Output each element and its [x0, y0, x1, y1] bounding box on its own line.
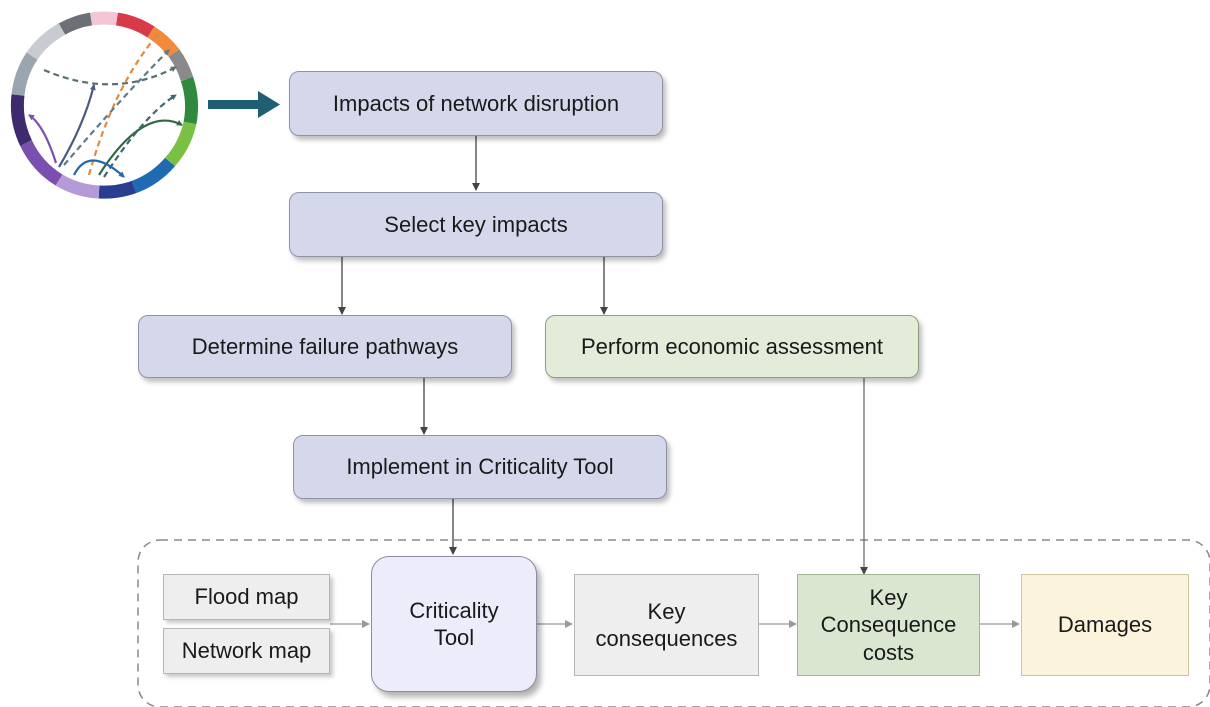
determine-box: Determine failure pathways	[138, 315, 512, 378]
key-consequences-box: Key consequences	[574, 574, 759, 676]
implement-box: Implement in Criticality Tool	[293, 435, 667, 499]
select-label: Select key impacts	[384, 211, 568, 237]
select-box: Select key impacts	[289, 192, 663, 257]
impacts-label: Impacts of network disruption	[332, 90, 620, 116]
damages-label: Damages	[1057, 612, 1153, 638]
perform-box: Perform economic assessment	[545, 315, 919, 378]
network-map-label: Network map	[181, 638, 312, 664]
key-consequence-costs-label: Key Consequence costs	[820, 584, 957, 665]
perform-label: Perform economic assessment	[581, 333, 883, 359]
key-consequences-label: Key consequences	[595, 598, 738, 652]
criticality-tool-label: Criticality Tool	[409, 597, 499, 651]
network-map-box: Network map	[163, 628, 330, 674]
flood-map-box: Flood map	[163, 574, 330, 620]
determine-label: Determine failure pathways	[191, 333, 459, 359]
implement-label: Implement in Criticality Tool	[346, 454, 614, 480]
teal-arrow-icon	[208, 91, 280, 118]
impacts-box: Impacts of network disruption	[289, 71, 663, 136]
flood-map-label: Flood map	[194, 584, 299, 610]
key-consequence-costs-box: Key Consequence costs	[797, 574, 980, 676]
damages-box: Damages	[1021, 574, 1189, 676]
network-chord-logo-icon	[10, 11, 199, 199]
criticality-tool-box: Criticality Tool	[371, 556, 537, 692]
system-boundary	[137, 539, 1210, 707]
